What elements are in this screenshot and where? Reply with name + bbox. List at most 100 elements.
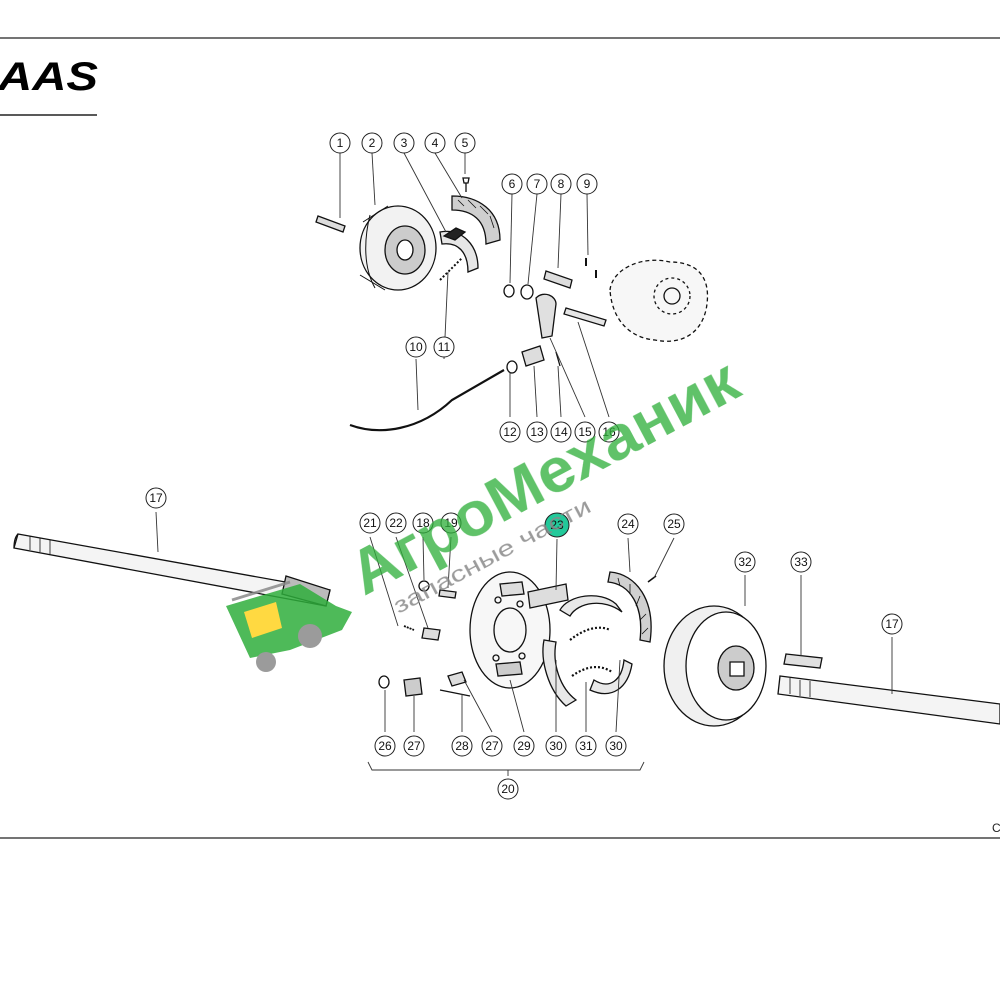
callout-circle <box>575 735 597 757</box>
callout-14: 14 <box>550 421 572 443</box>
callout-18: 18 <box>412 512 434 534</box>
part-brake-shoe-small <box>439 227 479 281</box>
part-screw-9 <box>585 258 597 278</box>
callout-number: 1 <box>337 136 344 150</box>
callout-25: 25 <box>663 513 685 535</box>
callout-circle <box>526 173 548 195</box>
callout-circle <box>499 421 521 443</box>
callout-circle <box>605 735 627 757</box>
callout-circle <box>361 132 383 154</box>
callout-11: 11 <box>433 336 455 358</box>
callout-circle <box>424 132 446 154</box>
callout-21: 21 <box>359 512 381 534</box>
callout-number: 17 <box>149 491 163 505</box>
callout-number: 29 <box>517 739 531 753</box>
callout-15: 15 <box>574 421 596 443</box>
part-brake-drum-large <box>663 605 767 727</box>
callout-circle <box>513 735 535 757</box>
part-clevis <box>521 345 545 367</box>
callout-12: 12 <box>499 421 521 443</box>
callout-circle <box>433 336 455 358</box>
part-nut-12 <box>506 360 518 374</box>
callout-circle <box>576 173 598 195</box>
callout-26: 26 <box>374 735 396 757</box>
callout-30: 30 <box>605 735 627 757</box>
callout-circle <box>451 735 473 757</box>
callout-2: 2 <box>361 132 383 154</box>
callout-number: 25 <box>667 517 681 531</box>
callout-24: 24 <box>617 513 639 535</box>
lower-assembly <box>13 533 1000 727</box>
part-brake-drum-small <box>359 205 437 291</box>
callout-27: 27 <box>403 735 425 757</box>
callout-circle <box>598 421 620 443</box>
callout-circle <box>550 173 572 195</box>
part-housing <box>609 259 709 342</box>
callout-3: 3 <box>393 132 415 154</box>
callout-circle <box>393 132 415 154</box>
callout-circle <box>385 512 407 534</box>
callout-number: 31 <box>579 739 593 753</box>
callout-7: 7 <box>526 173 548 195</box>
callout-circle <box>403 735 425 757</box>
callout-circle <box>405 336 427 358</box>
callout-number: 14 <box>554 425 568 439</box>
callout-number: 19 <box>444 516 458 530</box>
callout-32: 32 <box>734 551 756 573</box>
part-axle-shaft-right <box>777 675 1000 725</box>
callout-circle <box>544 512 570 538</box>
part-washer-6 <box>503 284 515 298</box>
callout-number: 5 <box>462 136 469 150</box>
part-small-items <box>378 580 471 697</box>
callout-number: 13 <box>530 425 544 439</box>
callout-number: 3 <box>401 136 408 150</box>
callout-circle <box>329 132 351 154</box>
part-lining-small <box>451 195 501 245</box>
upper-assembly <box>315 177 709 432</box>
callout-13: 13 <box>526 421 548 443</box>
upper-leaders <box>339 152 610 418</box>
callout-number: 4 <box>432 136 439 150</box>
callout-circle <box>790 551 812 573</box>
callout-circle <box>359 512 381 534</box>
callout-number: 32 <box>738 555 752 569</box>
callout-number: 23 <box>550 518 564 532</box>
callout-number: 27 <box>485 739 499 753</box>
callout-number: 17 <box>885 617 899 631</box>
callout-number: 15 <box>578 425 592 439</box>
callout-10: 10 <box>405 336 427 358</box>
callout-circle <box>440 512 462 534</box>
callout-circle <box>881 613 903 635</box>
callout-circle <box>497 778 519 800</box>
callout-4: 4 <box>424 132 446 154</box>
callout-27: 27 <box>481 735 503 757</box>
callout-8: 8 <box>550 173 572 195</box>
callout-20: 20 <box>497 778 519 800</box>
corner-label: C <box>992 821 1000 835</box>
callout-circle <box>734 551 756 573</box>
lower-leaders <box>155 511 893 776</box>
callout-number: 10 <box>409 340 423 354</box>
callout-circle <box>145 487 167 509</box>
callout-number: 7 <box>534 177 541 191</box>
part-lining-24 <box>607 571 652 643</box>
callout-number: 30 <box>549 739 563 753</box>
callout-number: 11 <box>438 340 451 354</box>
callout-number: 26 <box>378 739 392 753</box>
part-key <box>315 215 346 233</box>
callout-number: 33 <box>794 555 808 569</box>
callout-circle <box>374 735 396 757</box>
callout-17: 17 <box>881 613 903 635</box>
callout-6: 6 <box>501 173 523 195</box>
part-shaft-16 <box>563 307 607 327</box>
callout-number: 6 <box>509 177 516 191</box>
callout-number: 2 <box>369 136 376 150</box>
callout-33: 33 <box>790 551 812 573</box>
callout-23-highlighted: 23 <box>544 512 570 538</box>
callout-circle <box>617 513 639 535</box>
callout-22: 22 <box>385 512 407 534</box>
callout-circle <box>574 421 596 443</box>
callout-number: 9 <box>584 177 591 191</box>
